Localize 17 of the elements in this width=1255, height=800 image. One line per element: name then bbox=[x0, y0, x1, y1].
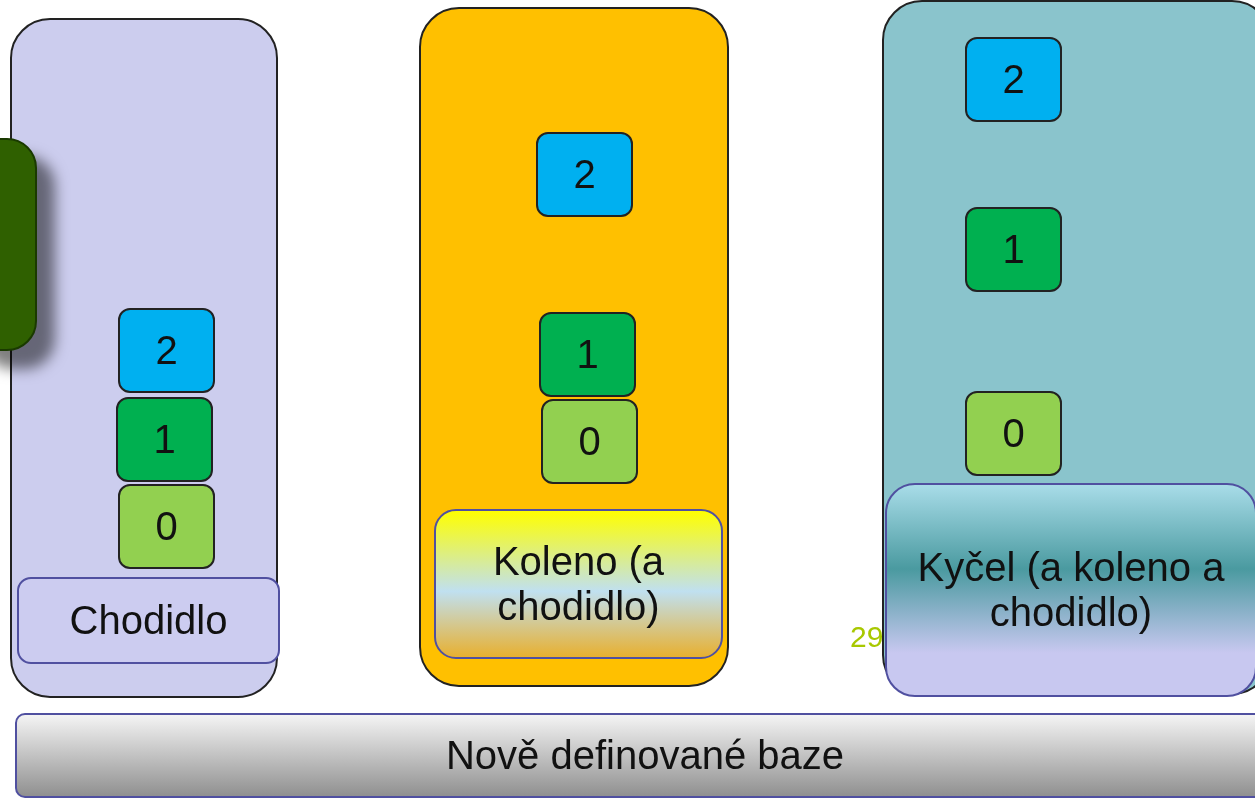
level-box: 2 bbox=[965, 37, 1062, 122]
level-box: 1 bbox=[965, 207, 1062, 292]
page-number: 29 bbox=[850, 620, 884, 654]
column-panel bbox=[10, 18, 278, 698]
level-box: 2 bbox=[118, 308, 215, 393]
segment-label-box: Kyčel (a koleno a chodidlo) bbox=[885, 483, 1255, 697]
level-box: 0 bbox=[965, 391, 1062, 476]
base-band: Nově definované baze bbox=[15, 713, 1255, 798]
segment-label-box: Chodidlo bbox=[17, 577, 280, 664]
level-box: 2 bbox=[536, 132, 633, 217]
level-box: 0 bbox=[541, 399, 638, 484]
segment-label-box: Koleno (a chodidlo) bbox=[434, 509, 723, 659]
level-box: 1 bbox=[116, 397, 213, 482]
level-box: 0 bbox=[118, 484, 215, 569]
column-panel bbox=[882, 0, 1255, 695]
column-panel bbox=[419, 7, 729, 687]
level-box: 1 bbox=[539, 312, 636, 397]
